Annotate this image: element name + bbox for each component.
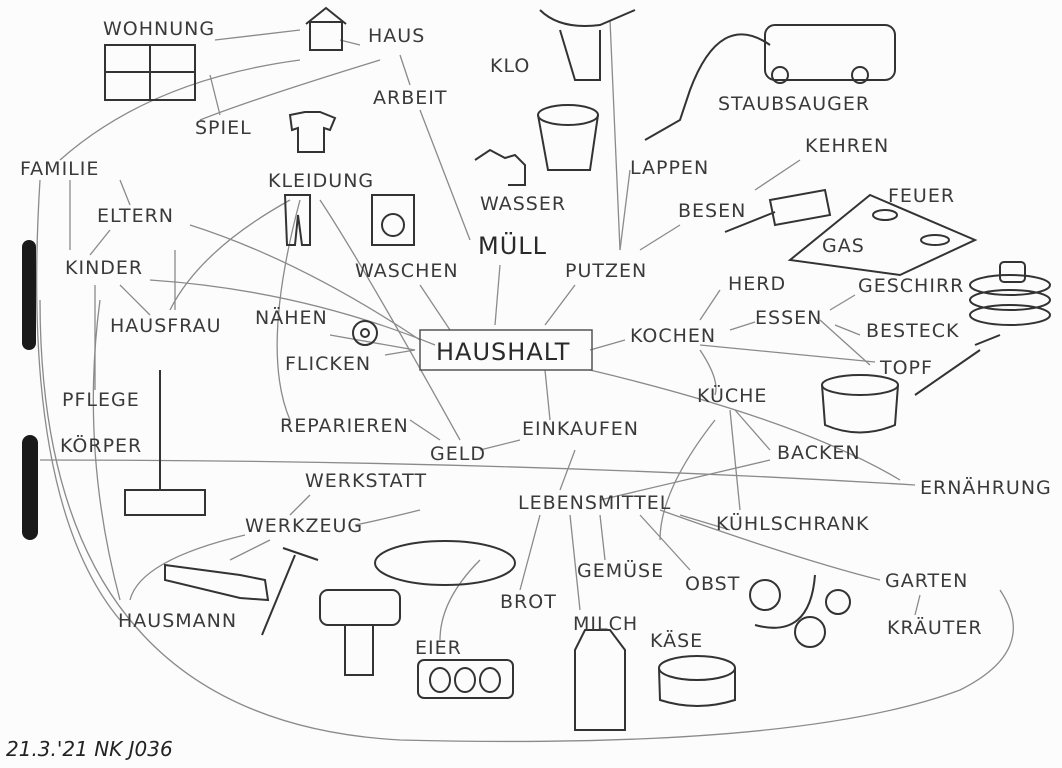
word-familie: FAMILIE xyxy=(20,158,99,180)
bread-sketch xyxy=(374,540,516,586)
word-reparieren: REPARIEREN xyxy=(280,415,409,437)
word-kuehlschrank: KÜHLSCHRANK xyxy=(716,512,869,535)
bucket-sketch xyxy=(537,104,599,171)
word-koerper: KÖRPER xyxy=(60,434,142,457)
house-sketch xyxy=(305,6,347,51)
sketch-drawings xyxy=(104,6,1051,731)
cheese-sketch xyxy=(658,655,736,707)
word-topf: TOPF xyxy=(879,357,933,379)
apartment-sketch xyxy=(104,44,196,101)
word-naehen: NÄHEN xyxy=(255,306,328,329)
word-feuer: FEUER xyxy=(888,185,955,207)
word-garten: GARTEN xyxy=(885,570,968,592)
signature-date: 21.3.'21 NK J036 xyxy=(6,737,173,761)
word-geld: GELD xyxy=(430,443,486,465)
rake-sketch xyxy=(124,370,206,516)
word-werkstatt: WERKSTATT xyxy=(305,470,427,492)
word-kinder: KINDER xyxy=(65,257,143,279)
fruit-sketch xyxy=(749,574,851,648)
saw-sketch xyxy=(164,563,270,602)
word-muell: MÜLL xyxy=(478,231,547,260)
word-einkaufen: EINKAUFEN xyxy=(522,418,639,440)
washing-machine-sketch xyxy=(371,194,415,246)
tap-sketch xyxy=(474,148,526,186)
central-topic-haushalt: HAUSHALT xyxy=(436,338,570,366)
connection-lines xyxy=(36,19,1014,743)
word-milch: MILCH xyxy=(573,613,638,635)
word-besteck: BESTECK xyxy=(866,320,959,342)
word-kleidung: KLEIDUNG xyxy=(268,170,374,192)
word-kochen: KOCHEN xyxy=(630,325,716,347)
vacuum-sketch xyxy=(644,24,896,141)
word-kehren: KEHREN xyxy=(805,135,889,157)
word-eltern: ELTERN xyxy=(97,205,174,227)
fork-sketch xyxy=(914,334,1001,396)
word-klo: KLO xyxy=(490,55,530,77)
hammer-sketch xyxy=(261,547,319,636)
word-spiel: SPIEL xyxy=(195,117,252,139)
word-wohnung: WOHNUNG xyxy=(103,18,215,40)
milk-carton-sketch xyxy=(574,629,626,731)
word-staubsauger: STAUBSAUGER xyxy=(718,93,870,115)
word-kraeuter: KRÄUTER xyxy=(887,616,983,639)
word-waschen: WASCHEN xyxy=(355,260,459,282)
word-geschirr: GESCHIRR xyxy=(858,275,964,297)
word-ernaehrung: ERNÄHRUNG xyxy=(920,476,1052,499)
word-gas: GAS xyxy=(822,235,865,257)
word-werkzeug: WERKZEUG xyxy=(245,515,363,537)
eggs-sketch xyxy=(417,659,514,699)
broom-sketch xyxy=(724,188,832,233)
word-obst: OBST xyxy=(685,573,740,595)
word-kaese: KÄSE xyxy=(650,629,703,652)
mind-map-words: WOHNUNG HAUS KLO STAUBSAUGER ARBEIT SPIE… xyxy=(20,18,1052,659)
word-hausfrau: HAUSFRAU xyxy=(110,315,222,337)
word-flicken: FLICKEN xyxy=(285,353,371,375)
word-arbeit: ARBEIT xyxy=(373,87,447,109)
center-box xyxy=(419,329,593,371)
word-kueche: KÜCHE xyxy=(697,384,767,407)
word-besen: BESEN xyxy=(678,200,746,222)
word-pflege: PFLEGE xyxy=(62,389,140,411)
stove-sketch xyxy=(787,193,978,277)
word-hausmann: HAUSMANN xyxy=(118,610,237,632)
word-essen: ESSEN xyxy=(755,307,822,329)
word-haus: HAUS xyxy=(368,25,425,47)
word-herd: HERD xyxy=(728,273,786,295)
word-lappen: LAPPEN xyxy=(630,157,709,179)
toilet-sketch xyxy=(539,9,636,81)
tshirt-sketch xyxy=(288,111,337,153)
binder-mark xyxy=(22,240,36,350)
word-backen: BACKEN xyxy=(777,442,861,464)
word-putzen: PUTZEN xyxy=(565,260,647,282)
drill-sketch xyxy=(319,589,401,676)
word-lebensmittel: LEBENSMITTEL xyxy=(518,492,671,514)
word-brot: BROT xyxy=(500,591,557,613)
word-wasser: WASSER xyxy=(480,193,566,215)
thread-spool-sketch xyxy=(352,320,378,346)
trousers-sketch xyxy=(283,194,311,246)
pot-sketch xyxy=(821,374,899,434)
word-gemuese: GEMÜSE xyxy=(577,559,664,582)
word-eier: EIER xyxy=(415,637,462,659)
plates-sketch xyxy=(969,261,1051,326)
binder-mark xyxy=(22,435,38,540)
